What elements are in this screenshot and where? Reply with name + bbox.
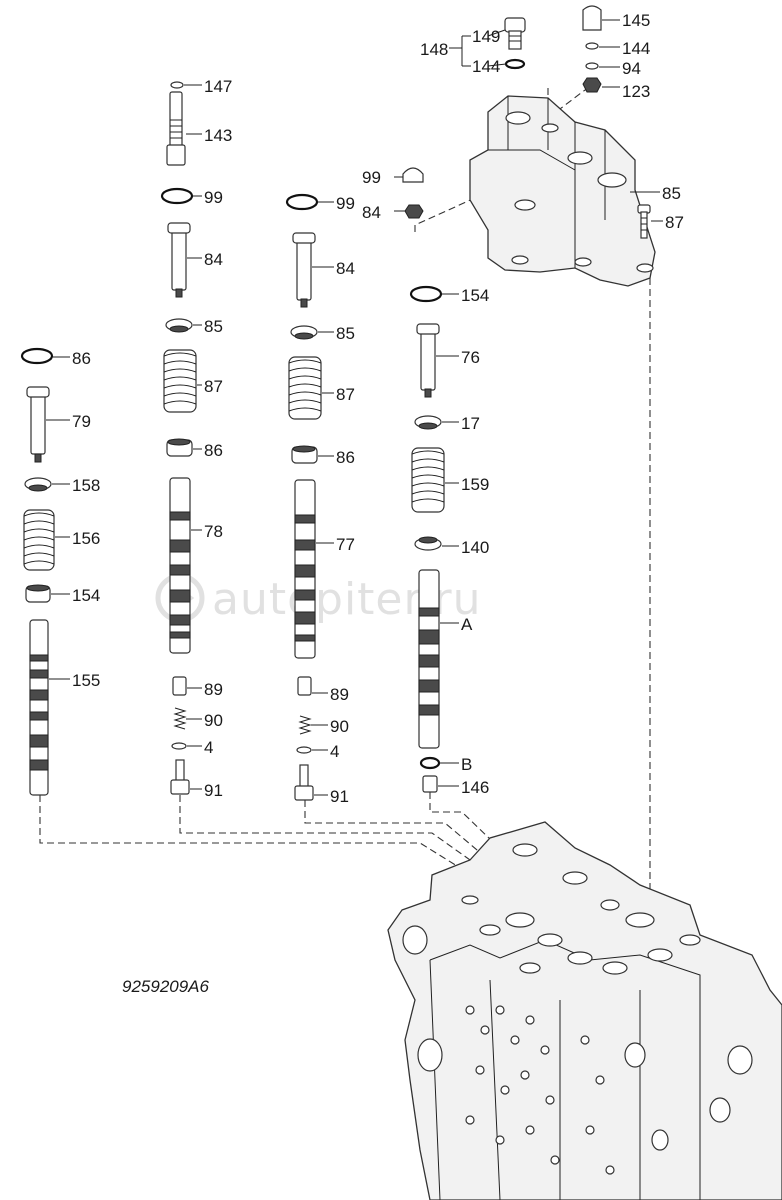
callout-158: 154 bbox=[461, 286, 489, 305]
callout-123: 87 bbox=[665, 213, 684, 232]
callout-155: 159 bbox=[461, 475, 489, 494]
callout-17: B bbox=[461, 755, 472, 774]
pilot-143 bbox=[166, 91, 186, 166]
spool-78 bbox=[169, 477, 191, 654]
callout-77: 77 bbox=[336, 535, 355, 554]
washer-149 bbox=[585, 62, 599, 70]
drawing-code: 9259209A6 bbox=[122, 977, 210, 996]
callout-147: 147 bbox=[204, 77, 232, 96]
plug-156 bbox=[420, 329, 436, 391]
callout-B: 144 bbox=[472, 57, 500, 76]
callout-143: 143 bbox=[204, 126, 232, 145]
callout-149: 94 bbox=[622, 59, 641, 78]
spring-90 bbox=[298, 715, 312, 735]
callout-99: 86 bbox=[72, 349, 91, 368]
callout-156: 76 bbox=[461, 348, 480, 367]
callout-4: 4 bbox=[330, 742, 339, 761]
o-ring-17 bbox=[419, 756, 441, 770]
callout-89: 89 bbox=[330, 685, 349, 704]
callout-99: 99 bbox=[336, 194, 355, 213]
plug-159 bbox=[422, 775, 438, 793]
spring-87 bbox=[23, 509, 55, 571]
spring-87 bbox=[288, 356, 322, 420]
callout-154: 17 bbox=[461, 414, 480, 433]
watermark-text: autopiter.ru bbox=[212, 574, 482, 625]
callout-78: 78 bbox=[204, 522, 223, 541]
callout-87: 156 bbox=[72, 529, 100, 548]
spool-76 bbox=[418, 569, 440, 749]
bolt-123 bbox=[637, 204, 651, 239]
spool-assembly-79 bbox=[20, 347, 55, 796]
callout-84: 84 bbox=[336, 259, 355, 278]
callout-99: 99 bbox=[204, 188, 223, 207]
callout-84: 79 bbox=[72, 412, 91, 431]
spring-87 bbox=[163, 349, 197, 413]
callouts: 86 79 158 156 154 155 147 143 99 84 85 8… bbox=[72, 11, 684, 806]
o-ring-99 bbox=[160, 187, 194, 205]
callout-144: 123 bbox=[622, 82, 650, 101]
o-ring-158 bbox=[409, 285, 443, 303]
callout-144: 84 bbox=[362, 203, 381, 222]
callout-87: 87 bbox=[336, 385, 355, 404]
cover-94 bbox=[469, 95, 656, 287]
plug-84 bbox=[296, 237, 312, 301]
spool-assembly-76 bbox=[409, 285, 445, 793]
callout-86: 154 bbox=[72, 586, 100, 605]
callout-85: 158 bbox=[72, 476, 100, 495]
callout-145: 99 bbox=[362, 168, 381, 187]
valve-body bbox=[387, 821, 782, 1200]
nut-144 bbox=[404, 204, 424, 219]
callout-90: 90 bbox=[204, 711, 223, 730]
callout-87: 87 bbox=[204, 377, 223, 396]
callout-86: 86 bbox=[204, 441, 223, 460]
callout-84: 84 bbox=[204, 250, 223, 269]
callout-89: 89 bbox=[204, 680, 223, 699]
callout-140: 148 bbox=[420, 40, 448, 59]
o-ring-99 bbox=[285, 193, 319, 211]
callout-85: 85 bbox=[336, 324, 355, 343]
callout-85: 85 bbox=[204, 317, 223, 336]
callout-91: 91 bbox=[330, 787, 349, 806]
callout-91: 91 bbox=[204, 781, 223, 800]
callout-148: 144 bbox=[622, 39, 650, 58]
nut-144 bbox=[582, 77, 602, 93]
spring-155 bbox=[411, 447, 445, 513]
spool-assembly-77 bbox=[285, 193, 322, 801]
callout-159: 146 bbox=[461, 778, 489, 797]
callout-76: A bbox=[461, 615, 473, 634]
ring-4 bbox=[296, 746, 312, 754]
callout-79: 155 bbox=[72, 671, 100, 690]
plug-84 bbox=[30, 391, 46, 455]
callout-4: 4 bbox=[204, 738, 213, 757]
cap-146 bbox=[582, 5, 602, 31]
o-ring-99 bbox=[20, 347, 54, 365]
callout-86: 86 bbox=[336, 448, 355, 467]
spring-90 bbox=[173, 707, 187, 730]
cap-145 bbox=[402, 167, 424, 183]
poppet-89 bbox=[172, 676, 187, 696]
callout-146: 145 bbox=[622, 11, 650, 30]
plug-91 bbox=[294, 764, 314, 801]
leader-lines bbox=[46, 19, 663, 796]
spool-assembly-78 bbox=[160, 81, 197, 795]
callout-94: 85 bbox=[662, 184, 681, 203]
plug-91 bbox=[170, 759, 190, 795]
plug-84 bbox=[171, 227, 187, 291]
plug-140 bbox=[504, 17, 526, 70]
clip-148 bbox=[585, 42, 599, 50]
o-ring-147 bbox=[170, 81, 184, 89]
callout-A: 149 bbox=[472, 27, 500, 46]
callout-154: 140 bbox=[461, 538, 489, 557]
callout-90: 90 bbox=[330, 717, 349, 736]
poppet-89 bbox=[297, 676, 312, 696]
ring-4 bbox=[171, 742, 187, 750]
spool-77 bbox=[294, 479, 316, 659]
spool-79 bbox=[29, 619, 49, 796]
